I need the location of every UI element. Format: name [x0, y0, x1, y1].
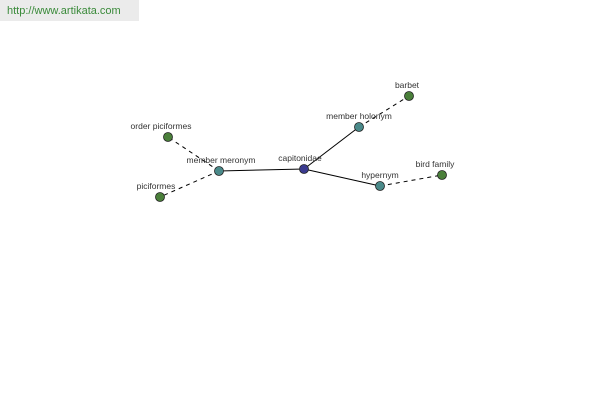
node-label-order-piciformes[interactable]: order piciformes	[131, 121, 192, 131]
node-member-meronym[interactable]	[214, 166, 224, 176]
edge-member-meronym-piciformes	[159, 170, 220, 198]
graph-edges	[159, 95, 443, 198]
graph-nodes	[155, 91, 447, 202]
url-banner: http://www.artikata.com	[0, 0, 139, 21]
node-label-member-meronym[interactable]: member meronym	[187, 155, 256, 165]
node-label-bird-family[interactable]: bird family	[416, 159, 455, 169]
node-piciformes[interactable]	[155, 192, 165, 202]
node-label-member-holonym[interactable]: member holonym	[326, 111, 392, 121]
node-label-hypernym[interactable]: hypernym	[361, 170, 398, 180]
edge-member-meronym-order-piciformes	[167, 136, 220, 172]
node-barbet[interactable]	[404, 91, 414, 101]
edge-capitonidae-member-meronym	[218, 168, 305, 172]
graph-labels: capitonidae member holonym member meronym h…	[131, 80, 456, 191]
node-label-capitonidae[interactable]: capitonidae	[278, 153, 322, 163]
node-label-piciformes[interactable]: piciformes	[137, 181, 176, 191]
node-bird-family[interactable]	[437, 170, 447, 180]
node-label-barbet[interactable]: barbet	[395, 80, 420, 90]
edge-hypernym-bird-family	[379, 174, 443, 187]
edge-capitonidae-member-holonym	[303, 126, 360, 170]
edge-member-holonym-barbet	[358, 95, 410, 128]
node-hypernym[interactable]	[375, 181, 385, 191]
node-member-holonym[interactable]	[354, 122, 364, 132]
node-capitonidae[interactable]	[299, 164, 309, 174]
edge-capitonidae-hypernym	[303, 168, 381, 187]
site-url-link[interactable]: http://www.artikata.com	[7, 5, 121, 17]
node-order-piciformes[interactable]	[163, 132, 173, 142]
